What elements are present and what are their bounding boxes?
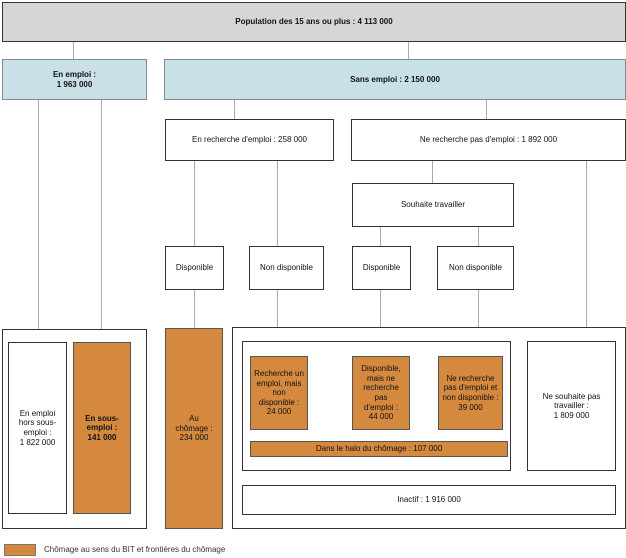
connector-line xyxy=(194,161,195,246)
disponible-box-2: Disponible xyxy=(352,246,411,290)
sans-emploi-label: Sans emploi : 2 150 000 xyxy=(350,74,440,84)
en-emploi-label: En emploi : 1 963 000 xyxy=(52,69,97,89)
population-box: Population des 15 ans ou plus : 4 113 00… xyxy=(2,2,626,42)
connector-line xyxy=(234,100,235,119)
connector-line xyxy=(194,290,195,328)
dispo-ne-recherche-pas-label: Disponible, mais ne recherche pas d'empl… xyxy=(361,364,401,422)
connector-line xyxy=(277,161,278,246)
souhaite-travailler-label: Souhaite travailler xyxy=(400,200,466,210)
disponible-label-1: Disponible xyxy=(175,263,214,273)
connector-line xyxy=(101,100,102,342)
sans-emploi-box: Sans emploi : 2 150 000 xyxy=(164,59,626,100)
recherche-non-dispo-box: Recherche un emploi, mais non disponible… xyxy=(250,356,308,430)
inactif-box: Inactif : 1 916 000 xyxy=(242,485,616,515)
non-disponible-box-2: Non disponible xyxy=(437,246,514,290)
souhaite-travailler-box: Souhaite travailler xyxy=(352,183,514,227)
legend-swatch xyxy=(4,544,36,556)
connector-line xyxy=(486,100,487,119)
disponible-box-1: Disponible xyxy=(165,246,224,290)
au-chomage-box: Au chômage : 234 000 xyxy=(165,328,223,529)
au-chomage-label: Au chômage : 234 000 xyxy=(175,414,213,443)
connector-line xyxy=(478,290,479,356)
recherche-non-dispo-label: Recherche un emploi, mais non disponible… xyxy=(254,369,304,417)
inactif-label: Inactif : 1 916 000 xyxy=(397,495,461,505)
ne-recherche-ni-dispo-box: Ne recherche pas d'emploi et non disponi… xyxy=(438,356,503,430)
halo-box: Dans le halo du chômage : 107 000 xyxy=(250,441,508,457)
ne-recherche-pas-box: Ne recherche pas d'emploi : 1 892 000 xyxy=(351,119,626,161)
en-emploi-box: En emploi : 1 963 000 xyxy=(2,59,147,100)
connector-line xyxy=(38,100,39,329)
hors-sous-emploi-label: En emploi hors sous- emploi : 1 822 000 xyxy=(18,408,57,447)
hors-sous-emploi-box: En emploi hors sous- emploi : 1 822 000 xyxy=(8,342,67,514)
non-disponible-label-2: Non disponible xyxy=(449,263,502,273)
connector-line xyxy=(432,161,433,183)
halo-label: Dans le halo du chômage : 107 000 xyxy=(315,444,443,454)
connector-line xyxy=(408,42,409,59)
connector-line xyxy=(380,227,381,246)
en-recherche-box: En recherche d'emploi : 258 000 xyxy=(165,119,334,161)
non-disponible-label-1: Non disponible xyxy=(260,263,313,273)
dispo-ne-recherche-pas-box: Disponible, mais ne recherche pas d'empl… xyxy=(352,356,410,430)
disponible-label-2: Disponible xyxy=(362,263,401,273)
non-disponible-box-1: Non disponible xyxy=(249,246,324,290)
ne-souhaite-pas-box: Ne souhaite pas travailler : 1 809 000 xyxy=(527,341,616,471)
ne-recherche-pas-label: Ne recherche pas d'emploi : 1 892 000 xyxy=(419,135,558,145)
connector-line xyxy=(380,290,381,356)
sous-emploi-label: En sous- emploi : 141 000 xyxy=(85,413,119,442)
ne-recherche-ni-dispo-label: Ne recherche pas d'emploi et non disponi… xyxy=(442,373,499,412)
population-label: Population des 15 ans ou plus : 4 113 00… xyxy=(235,17,393,27)
connector-line xyxy=(478,227,479,246)
sous-emploi-box: En sous- emploi : 141 000 xyxy=(73,342,131,514)
connector-line xyxy=(277,290,278,356)
legend-label: Chômage au sens du BIT et frontières du … xyxy=(44,545,226,554)
ne-souhaite-pas-label: Ne souhaite pas travailler : 1 809 000 xyxy=(542,391,601,420)
connector-line xyxy=(73,42,74,59)
connector-line xyxy=(586,161,587,341)
en-recherche-label: En recherche d'emploi : 258 000 xyxy=(192,135,307,145)
